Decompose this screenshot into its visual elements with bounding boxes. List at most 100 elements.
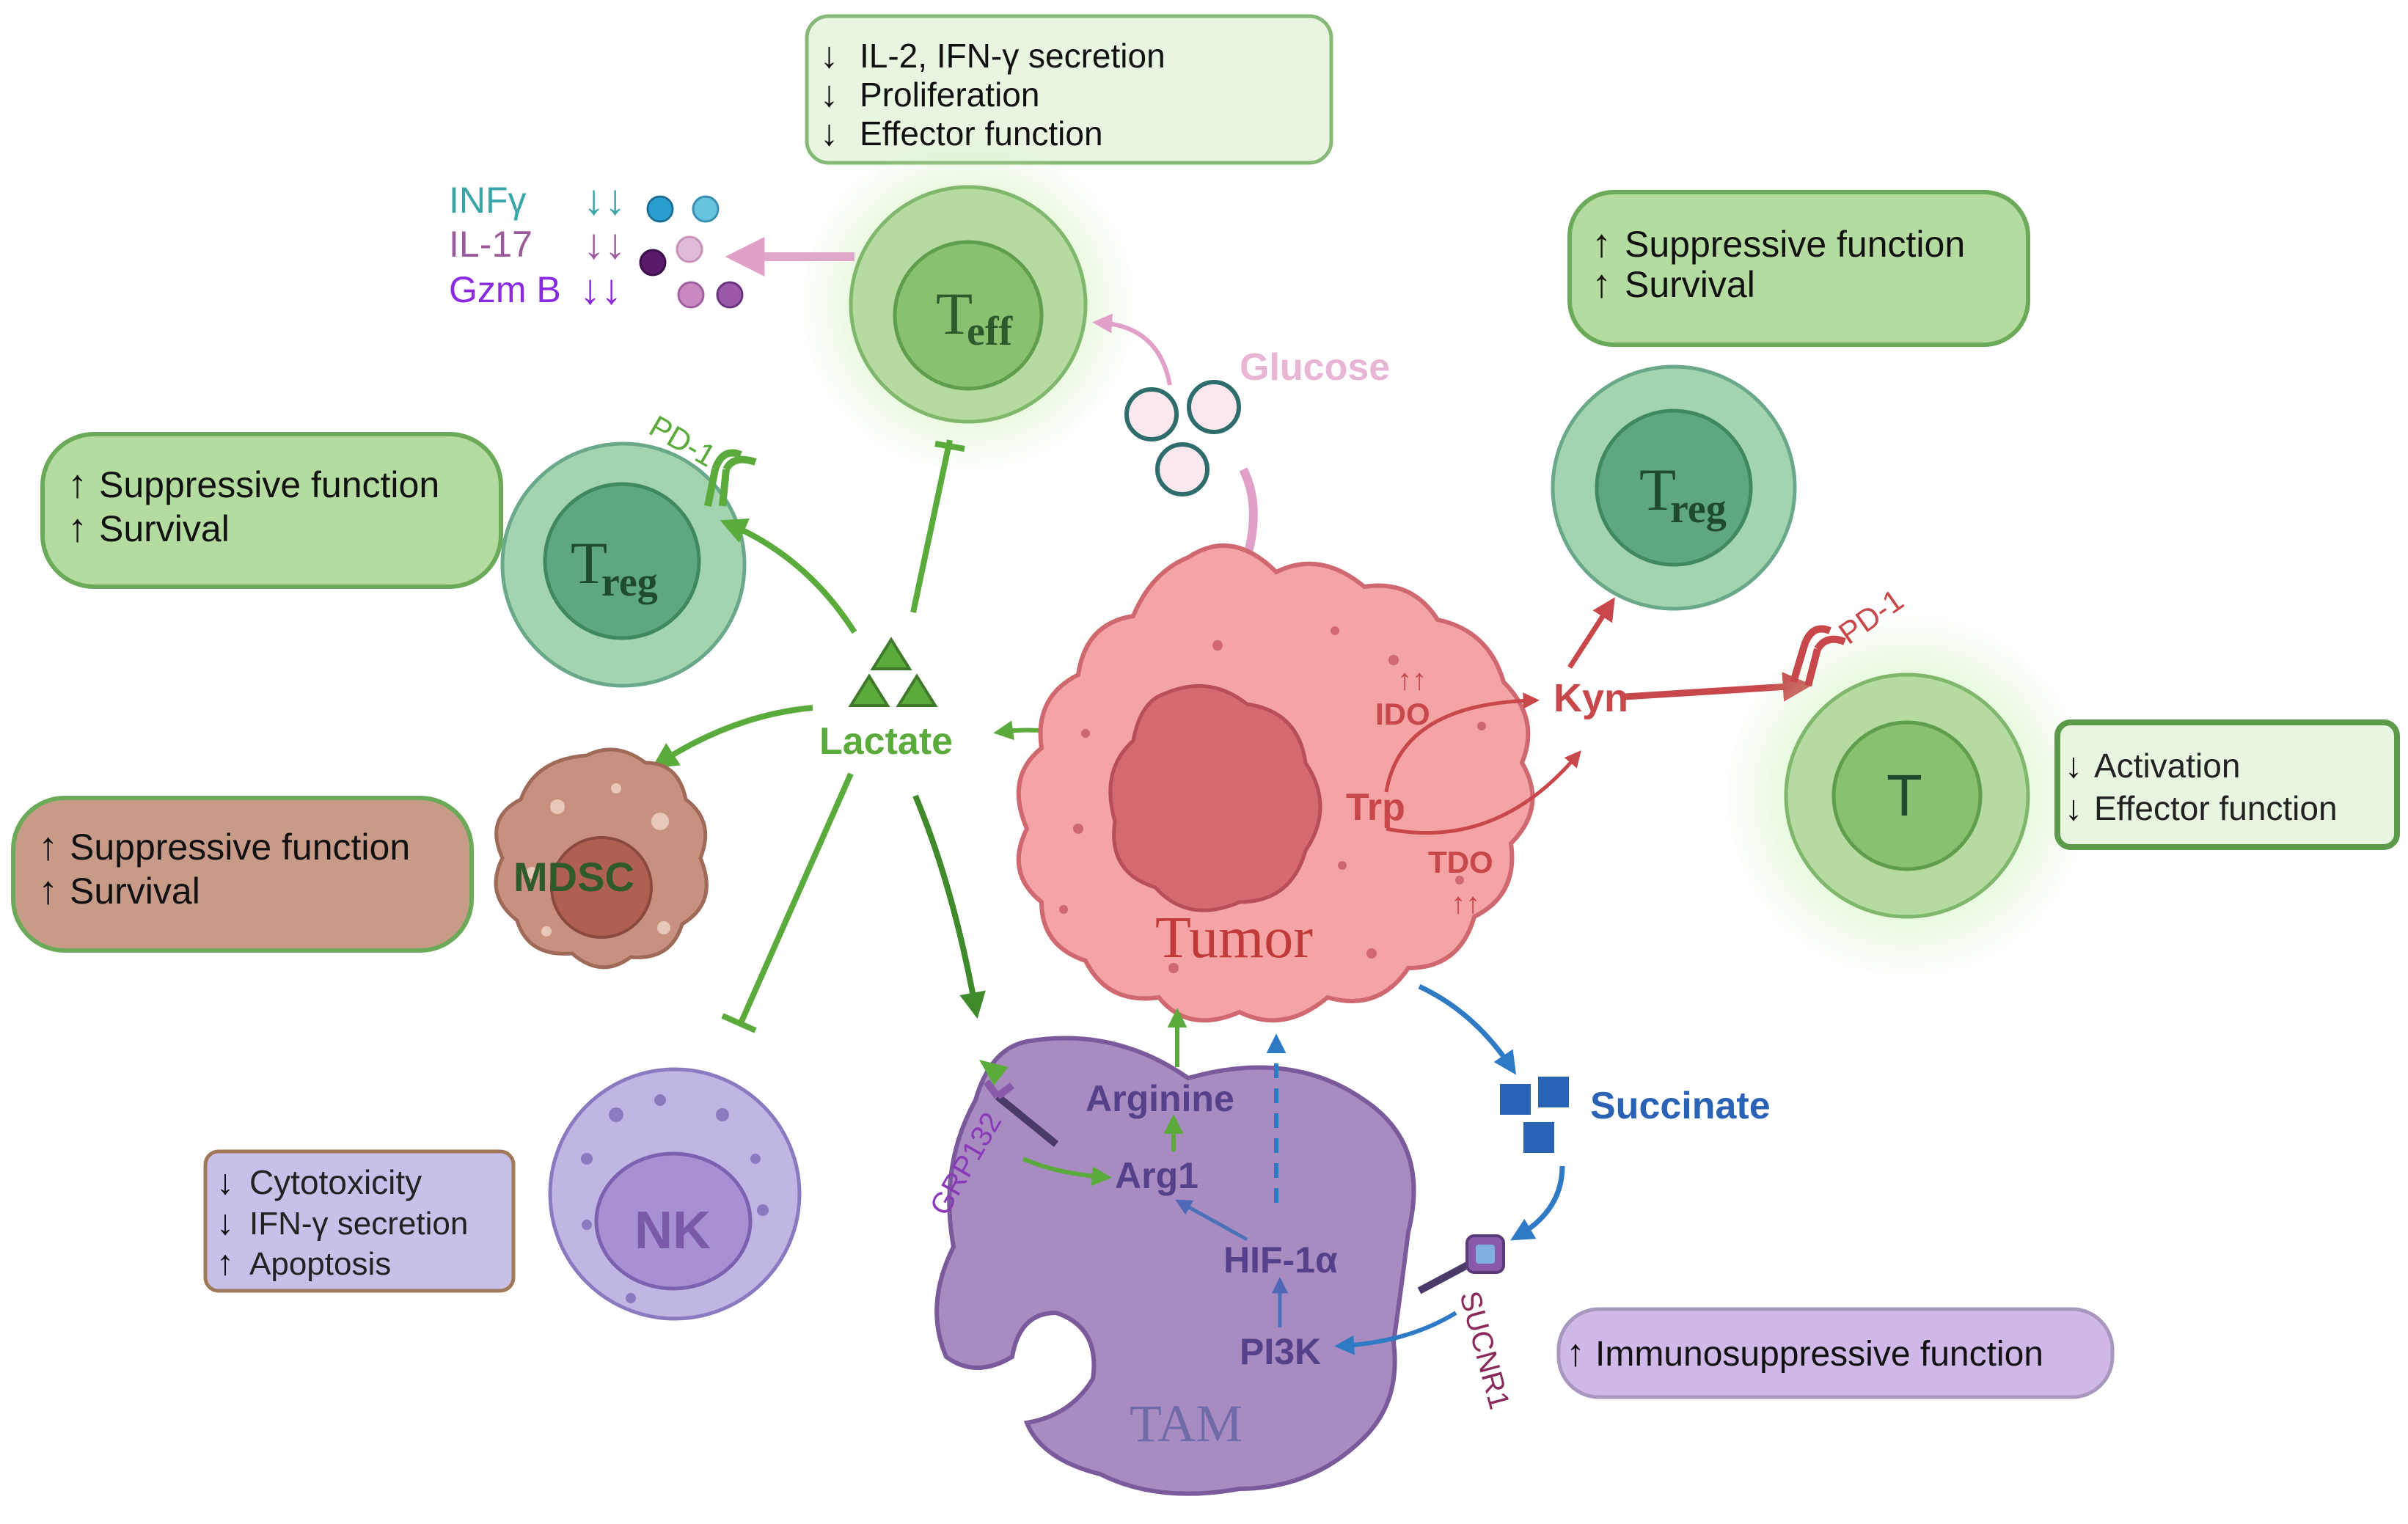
gzmb-down-arrows: ↓↓ xyxy=(579,265,622,313)
glucose-molecule xyxy=(1187,380,1241,434)
lactate-inhibits-nk xyxy=(738,772,854,1025)
cytokine-dot xyxy=(639,249,667,276)
svg-text:↓: ↓ xyxy=(820,112,838,153)
teff-cell: T eff xyxy=(799,136,1137,473)
svg-text:↓: ↓ xyxy=(216,1204,234,1242)
t-effect-2: Effector function xyxy=(2094,789,2338,827)
lactate-label: Lactate xyxy=(819,720,953,763)
infg-down-arrows: ↓↓ xyxy=(583,176,626,224)
lactate-molecule xyxy=(870,637,912,670)
glucose-molecule xyxy=(1155,442,1210,497)
mdsc-effect-1: Suppressive function xyxy=(70,827,410,868)
hif1a-to-arg1-arrow xyxy=(1175,1199,1248,1242)
pi3k-label: PI3K xyxy=(1240,1331,1321,1372)
lactate-inhibits-teff xyxy=(910,439,953,613)
teff-effect-1: IL-2, IFN-γ secretion xyxy=(860,37,1165,75)
lactate-molecule xyxy=(848,673,890,707)
tdo-up-arrows: ↑↑ xyxy=(1451,887,1480,920)
tam-effect-1: Immunosuppressive function xyxy=(1595,1335,2043,1374)
tdo-label: TDO xyxy=(1428,845,1493,879)
lactate-to-mdsc-arrow xyxy=(651,705,813,769)
lactate-to-tam-arrow xyxy=(912,794,986,1019)
succinate-to-sucnr1-arrow xyxy=(1510,1165,1565,1241)
teff-effect-2: Proliferation xyxy=(860,76,1039,114)
kyn-label: Kyn xyxy=(1554,676,1628,720)
succinate-group: Succinate xyxy=(1500,1077,1771,1153)
succinate-molecule xyxy=(1538,1077,1569,1107)
tumor-to-succinate-arrow xyxy=(1418,983,1516,1075)
treg-right-effects-box: ↑ Suppressive function ↑ Survival xyxy=(1567,190,2030,347)
cytokine-dot xyxy=(716,281,744,309)
t-effect-1: Activation xyxy=(2094,747,2240,785)
svg-text:↑: ↑ xyxy=(216,1244,234,1283)
ido-up-arrows: ↑↑ xyxy=(1397,664,1427,696)
cytokine-dot xyxy=(692,195,720,223)
tumor-label: Tumor xyxy=(1155,906,1313,970)
treg-left-effects-box: ↑ Suppressive function ↑ Survival xyxy=(40,432,503,589)
hif1a-label: HIF-1α xyxy=(1223,1239,1338,1281)
tumor-cell: Tumor xyxy=(1016,543,1535,1023)
svg-text:↓: ↓ xyxy=(820,73,838,114)
nk-label: NK xyxy=(634,1201,711,1260)
nk-effect-2: IFN-γ secretion xyxy=(249,1206,468,1242)
svg-text:↑: ↑ xyxy=(67,462,87,506)
arg1-label: Arg1 xyxy=(1115,1155,1198,1196)
succinate-molecule xyxy=(1523,1122,1554,1153)
cytokine-dot xyxy=(646,195,674,223)
cytokine-il17-label: IL-17 xyxy=(449,224,533,265)
t-cell: T xyxy=(1724,612,2090,979)
ido-pathway-arrow xyxy=(1384,692,1540,793)
svg-text:↓: ↓ xyxy=(2065,747,2082,785)
svg-text:↑: ↑ xyxy=(67,506,87,550)
il17-down-arrows: ↓↓ xyxy=(583,220,626,268)
kyn-to-treg-arrow xyxy=(1567,597,1615,669)
treg-left-effect-1: Suppressive function xyxy=(99,464,439,505)
glucose-label: Glucose xyxy=(1240,346,1390,389)
glucose-group: Glucose xyxy=(1124,346,1390,497)
nk-effect-1: Cytotoxicity xyxy=(249,1163,422,1201)
svg-text:↓: ↓ xyxy=(2065,789,2082,828)
lactate-inhibit-bar-nk xyxy=(721,1013,757,1033)
lactate-to-treg-arrow xyxy=(720,518,857,634)
svg-text:↑: ↑ xyxy=(38,824,58,868)
mdsc-cell: MDSC xyxy=(494,747,709,970)
svg-text:↑: ↑ xyxy=(38,868,58,912)
trp-label: Trp xyxy=(1346,786,1405,829)
svg-text:↑: ↑ xyxy=(1592,262,1611,306)
teff-effects-box: ↓ IL-2, IFN-γ secretion ↓ Proliferation … xyxy=(805,14,1333,165)
grp132-to-arg1-arrow xyxy=(1022,1157,1112,1187)
mdsc-effects-box: ↑ Suppressive function ↑ Survival xyxy=(11,796,474,953)
svg-text:↓: ↓ xyxy=(216,1163,234,1202)
ido-label: IDO xyxy=(1375,697,1430,731)
succinate-label: Succinate xyxy=(1590,1085,1771,1127)
cytokine-legend: INFγ IL-17 Gzm B ↓↓ ↓↓ ↓↓ xyxy=(449,176,744,313)
tam-cell: TAM xyxy=(934,1036,1416,1496)
nk-effects-box: ↓ Cytotoxicity ↓ IFN-γ secretion ↑ Apopt… xyxy=(203,1149,516,1293)
glucose-to-teff-arrow xyxy=(1092,313,1172,386)
nk-cell: NK xyxy=(548,1067,802,1321)
sucnr1-label: SUCNR1 xyxy=(1453,1288,1515,1413)
sucnr1-to-pi3k-arrow xyxy=(1334,1311,1457,1355)
svg-text:↑: ↑ xyxy=(1566,1332,1585,1374)
cytokine-dot xyxy=(677,281,705,309)
teff-label-main: T xyxy=(936,280,973,347)
teff-label-sub: eff xyxy=(967,309,1014,354)
mdsc-effect-2: Survival xyxy=(70,871,200,912)
tam-effects-box: ↑ Immunosuppressive function xyxy=(1556,1307,2115,1399)
svg-text:↓: ↓ xyxy=(820,34,838,76)
treg-right-cell: T reg xyxy=(1551,364,1797,611)
svg-text:↑: ↑ xyxy=(1592,221,1611,265)
treg-left-cell: T reg xyxy=(500,442,747,688)
lactate-group: Lactate xyxy=(819,637,953,763)
lactate-inhibit-bar xyxy=(934,441,965,452)
cytokine-dot xyxy=(676,235,703,263)
treg-right-label-main: T xyxy=(1639,456,1676,523)
glucose-molecule xyxy=(1124,387,1179,442)
tdo-pathway-arrow xyxy=(1386,750,1581,835)
mdsc-label: MDSC xyxy=(513,854,634,900)
cytokine-infg-label: INFγ xyxy=(449,180,527,221)
tam-label: TAM xyxy=(1130,1394,1243,1453)
lactate-molecule xyxy=(896,673,938,707)
treg-right-effect-2: Survival xyxy=(1625,264,1755,305)
